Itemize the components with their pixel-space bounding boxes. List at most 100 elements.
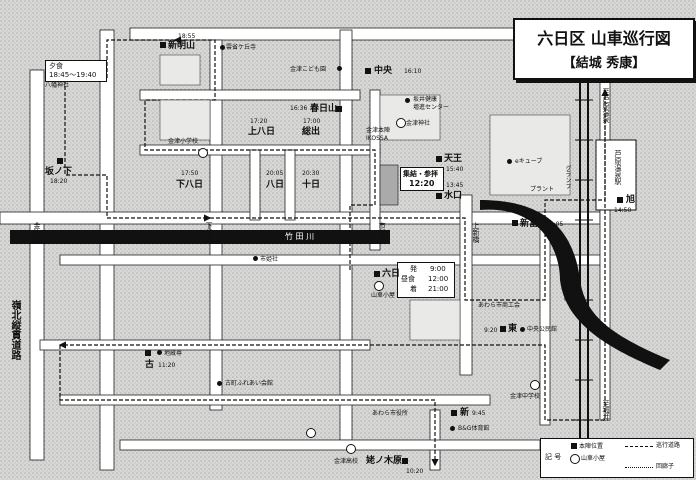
stop-time: 11:20 (158, 362, 176, 369)
legend-dashi-icon (570, 454, 580, 464)
stop-name: 十日 (302, 180, 321, 190)
place-label: 中央公民館 (527, 326, 558, 333)
stop-time: 9:20 (484, 327, 498, 334)
meeting-line1: 集結・参拝 (403, 170, 438, 178)
stop-name: 坂ノ下 (45, 167, 73, 177)
legend-main-label: 本陣位置 (579, 443, 604, 450)
place-label: 市姫社 (260, 256, 279, 263)
stop-time: 20:05 (266, 170, 284, 177)
stop-time: 17:00 (303, 118, 321, 125)
stop-marker (436, 193, 442, 199)
stop-marker (374, 271, 380, 277)
stop-marker (160, 42, 166, 48)
place-dot (507, 159, 512, 164)
place-label: eキューブ (515, 158, 543, 165)
stop-time: 14:50 (614, 207, 632, 214)
stop-name: 新 (460, 408, 470, 418)
direction-label: 至福井 (602, 400, 610, 421)
stop-marker (145, 350, 151, 356)
place-label: 金津神社 (406, 120, 431, 127)
post-office-icon (306, 428, 316, 438)
stop-time: 14:05 (546, 221, 564, 228)
shrine-label: 八幡神社 (45, 82, 70, 89)
stop-name: 旭 (626, 195, 636, 205)
schedule-box: 発 9:00 昼食 12:00 着 21:00 (397, 262, 455, 298)
bridge-label: 下新橋 (205, 222, 213, 243)
place-label: 金津高校 (334, 458, 359, 465)
dashi-goya-label: 山車小屋 (371, 292, 396, 299)
dinner-time: 18:45～19:40 (49, 71, 97, 79)
arr-time: 21:00 (428, 285, 449, 293)
place-label: B&G体育館 (458, 425, 490, 432)
stop-name: 新富 (520, 219, 539, 229)
place-dot (220, 45, 225, 50)
stop-time: 15:40 (446, 166, 464, 173)
stop-marker (512, 220, 518, 226)
stop-time: 18:20 (50, 178, 68, 185)
place-dot (450, 426, 455, 431)
place-label: 金津本陣 (366, 127, 391, 134)
place-label: 雲省ケ丘寺 (226, 44, 257, 51)
stop-marker (436, 156, 442, 162)
road-label: 嶺北縦貫道路 (9, 300, 20, 360)
legend: 記 号 本陣位置 山車小屋 巡行道路 回廊子 (540, 438, 694, 478)
stop-marker (617, 197, 623, 203)
school-icon (198, 148, 208, 158)
legend-main-icon (571, 443, 577, 449)
stop-name: 下八日 (176, 180, 204, 190)
stop-marker (402, 458, 408, 464)
map-subtitle: 【結城 秀康】 (562, 56, 646, 71)
meeting-line2: 12:20 (409, 179, 435, 188)
place-label: 古町ふれあい会館 (225, 380, 274, 387)
stop-marker (500, 326, 506, 332)
bridge-label: 新保橋 (563, 280, 571, 301)
stop-name: 総出 (302, 127, 321, 137)
stop-time: 20:30 (302, 170, 320, 177)
shrine-icon (396, 118, 406, 128)
legend-return-arrow (625, 467, 653, 468)
stop-marker (336, 106, 342, 112)
legend-route-arrow (625, 446, 653, 447)
stop-time: 17:20 (250, 118, 268, 125)
legend-route-label: 巡行道路 (656, 442, 681, 449)
title-box: 六日区 山車巡行図 【結城 秀康】 (513, 18, 695, 80)
takeda-river (10, 230, 390, 244)
dashi-goya-icon (374, 281, 384, 291)
place-dot (253, 256, 258, 261)
place-label: 増進センター (413, 104, 450, 111)
stop-time: 17:50 (181, 170, 199, 177)
place-label: あわら市商工会 (478, 302, 521, 309)
dinner-box: 夕食 18:45～19:40 (45, 60, 107, 82)
river-label: 竹 田 川 (285, 232, 315, 241)
route-line (58, 36, 609, 467)
place-dot (405, 98, 410, 103)
stop-time: 13:45 (446, 182, 464, 189)
legend-return-label: 回廊子 (656, 463, 675, 470)
stop-time: 16:36 (290, 105, 308, 112)
stop-name: 天王 (444, 154, 463, 164)
legend-title: 記 号 (545, 453, 562, 461)
dep-label: 発 (410, 265, 417, 273)
place-label: グランフ (564, 165, 571, 189)
stop-name: 上八日 (248, 127, 276, 137)
river-curve (480, 200, 670, 370)
bridge-label: 市新橋 (378, 222, 386, 243)
stop-marker (451, 410, 457, 416)
bridge-label: 上新橋 (472, 222, 480, 243)
stop-name: 古 (145, 360, 155, 370)
bridge-label: 金津橋 (33, 222, 41, 243)
stop-name: 中央 (374, 66, 393, 76)
dep-time: 9:00 (430, 265, 446, 273)
legend-dashi-label: 山車小屋 (581, 455, 606, 462)
stop-name: 水口 (444, 191, 463, 201)
place-label: あわら市役所 (372, 410, 409, 417)
place-dot (217, 381, 222, 386)
stop-name: 六日 (382, 269, 401, 279)
stop-time: 10:20 (406, 468, 424, 475)
station-label: 芦原温泉駅 (614, 150, 622, 185)
meeting-box: 集結・参拝 12:20 (400, 167, 444, 191)
stop-name: 東 (508, 324, 518, 334)
station-building (595, 139, 637, 211)
place-label: 坂井健康 (413, 96, 438, 103)
